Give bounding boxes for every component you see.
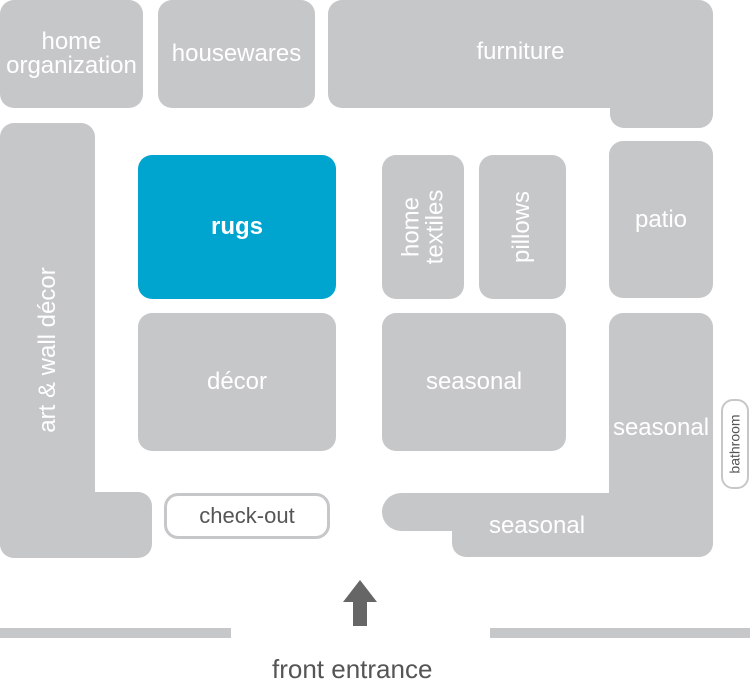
dept-seasonal-bottom-label: seasonal — [488, 512, 586, 539]
dept-home-textiles[interactable]: home textiles — [382, 155, 464, 299]
front-wall-right — [490, 628, 750, 638]
dept-seasonal-center-label: seasonal — [425, 368, 523, 395]
dept-housewares[interactable]: housewares — [158, 0, 315, 108]
dept-furniture-ext — [610, 60, 713, 128]
dept-seasonal-center[interactable]: seasonal — [382, 313, 566, 451]
dept-art-wall-decor-vertical — [0, 123, 95, 558]
dept-seasonal-bottom-main — [452, 493, 713, 557]
dept-patio-label: patio — [634, 205, 688, 233]
facility-checkout[interactable]: check-out — [164, 493, 330, 539]
up-arrow-icon — [343, 580, 377, 626]
dept-home-organization[interactable]: home organization — [0, 0, 143, 108]
dept-art-wall-decor[interactable]: art & wall décor — [0, 0, 160, 560]
facility-bathroom[interactable]: bathroom — [721, 399, 749, 489]
front-entrance-label: front entrance — [272, 654, 433, 684]
dept-decor[interactable]: décor — [138, 313, 336, 451]
facility-bathroom-label: bathroom — [727, 414, 743, 474]
dept-housewares-label: housewares — [171, 40, 302, 67]
dept-home-organization-label: home organization — [6, 28, 137, 79]
dept-patio[interactable]: patio — [609, 141, 713, 298]
dept-rugs[interactable]: rugs — [138, 155, 336, 299]
dept-seasonal-right-label: seasonal — [612, 414, 710, 441]
dept-decor-label: décor — [206, 368, 268, 395]
dept-pillows[interactable]: pillows — [479, 155, 566, 299]
front-wall-left — [0, 628, 231, 638]
dept-seasonal-bottom[interactable]: seasonal — [0, 0, 750, 560]
dept-furniture-label: furniture — [476, 38, 565, 65]
dept-furniture[interactable]: furniture — [0, 0, 750, 130]
dept-rugs-label: rugs — [210, 213, 263, 240]
dept-art-wall-decor-foot — [0, 492, 152, 558]
facility-checkout-label: check-out — [199, 503, 295, 528]
